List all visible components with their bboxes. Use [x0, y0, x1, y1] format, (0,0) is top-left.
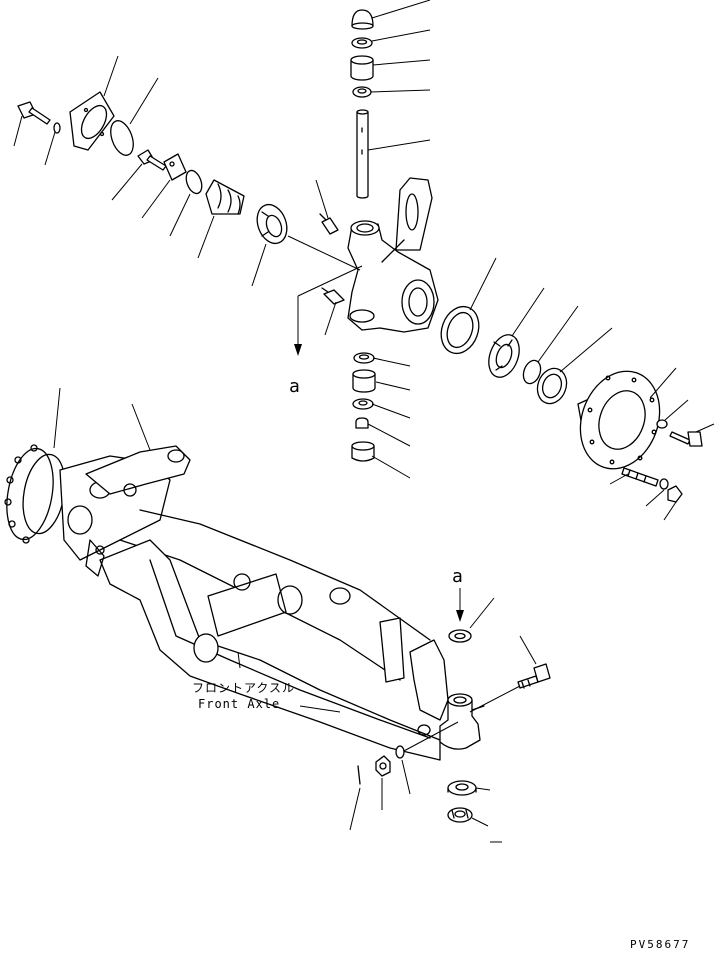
bearing-cone-left [256, 203, 288, 245]
retainer-plate [163, 153, 187, 181]
front-axle [4, 444, 449, 761]
cover-plate [69, 91, 115, 151]
reference-a-lower: a [452, 566, 463, 587]
pivot-pin-housing [439, 693, 485, 750]
kingpin-washer-top [352, 86, 372, 98]
steering-knuckle [347, 177, 439, 333]
hex-nut [375, 755, 391, 777]
washer-right [656, 419, 668, 429]
axle-label-japanese: フロントアクスル [192, 681, 295, 695]
bolt-left [17, 101, 51, 125]
shim-set [205, 179, 245, 215]
kingpin-cap-bottom [355, 417, 369, 429]
wheel-hub [577, 370, 661, 470]
snap-ring [522, 359, 542, 385]
thrust-washer [448, 629, 472, 643]
bearing-inner [488, 334, 520, 378]
stud-washer [659, 478, 669, 490]
hub-stud [621, 467, 659, 487]
kingpin-bushing-lower [352, 369, 376, 393]
kingpin-nut-top [351, 37, 373, 49]
o-ring [110, 120, 134, 156]
oil-seal [440, 305, 480, 355]
pivot-bolt [517, 663, 551, 689]
spacer-ring [185, 169, 203, 195]
castle-nut [447, 807, 473, 823]
kingpin-nut-lower [352, 398, 374, 410]
kingpin-washer-lower [353, 352, 375, 364]
bolt-right [669, 431, 703, 447]
kingpin-shaft [356, 109, 369, 199]
grease-fitting-upper [319, 213, 339, 235]
cotter-pin [357, 765, 361, 785]
axle-label-english: Front Axle [198, 697, 280, 711]
kingpin-cap-top [351, 9, 374, 30]
reference-a-upper: a [289, 376, 300, 397]
drawing-code: PV58677 [630, 938, 690, 951]
lock-washer [395, 745, 405, 759]
kingpin-plug-bottom [351, 441, 375, 462]
bolt-small [137, 149, 167, 171]
kingpin-bushing-top [350, 55, 374, 81]
grease-fitting-lower [321, 287, 345, 305]
bearing-outer [536, 367, 568, 405]
washer-left [53, 122, 61, 134]
lower-washer [447, 780, 477, 796]
stud-nut [667, 485, 683, 503]
